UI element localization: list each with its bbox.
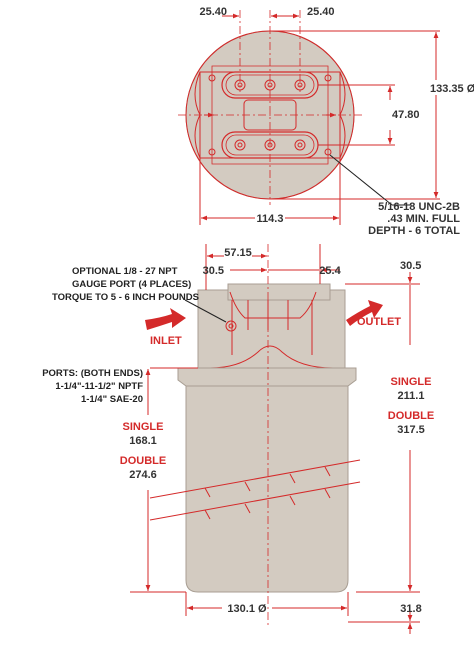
gauge-note-line-3: TORQUE TO 5 - 6 INCH POUNDS <box>52 292 199 303</box>
ports-note-line-1: PORTS: (BOTH ENDS) <box>42 368 143 379</box>
bottom-dim-right: 31.8 <box>400 603 421 615</box>
bolt-hole-icon <box>208 74 216 82</box>
gauge-note-line-2: GAUGE PORT (4 PLACES) <box>72 279 191 290</box>
right-single-label: SINGLE <box>391 376 432 388</box>
inlet-label: INLET <box>150 335 182 347</box>
side-view: INLET OUTLET 57.15 30.5 25.4 30.5 OPTION… <box>42 244 434 634</box>
top-dim-bolt-spacing: 114.3 <box>257 213 284 225</box>
bolt-hole-icon <box>324 148 332 156</box>
side-dim-right-offset: 25.4 <box>319 265 341 277</box>
left-double-value: 274.6 <box>129 469 157 481</box>
left-double-label: DOUBLE <box>120 455 166 467</box>
top-dim-diameter: 133.35 Ø <box>430 83 474 95</box>
gauge-note-line-1: OPTIONAL 1/8 - 27 NPT <box>72 266 178 277</box>
inlet-arrow-icon <box>145 308 186 330</box>
right-single-value: 211.1 <box>398 390 425 402</box>
filter-canister <box>177 367 357 593</box>
side-dim-right-top: 30.5 <box>400 260 421 272</box>
filter-head <box>197 289 346 369</box>
side-dim-top-width: 57.15 <box>224 247 252 259</box>
outlet-arrow-icon <box>346 300 383 326</box>
outlet-label: OUTLET <box>357 316 401 328</box>
right-double-label: DOUBLE <box>388 410 434 422</box>
top-dim-left: 25.40 <box>199 6 227 18</box>
side-dim-left-offset: 30.5 <box>203 265 224 277</box>
right-double-value: 317.5 <box>397 424 425 436</box>
thread-note-line-2: .43 MIN. FULL <box>387 213 460 225</box>
thread-note-line-1: 5/16-18 UNC-2B <box>378 201 460 213</box>
ports-note-line-3: 1-1/4" SAE-20 <box>81 394 143 405</box>
top-dim-center-height: 47.80 <box>392 109 420 121</box>
bolt-hole-icon <box>208 148 216 156</box>
gauge-port-icon <box>225 320 237 332</box>
bolt-hole-icon <box>324 74 332 82</box>
top-dim-right: 25.40 <box>307 6 335 18</box>
left-single-label: SINGLE <box>123 421 164 433</box>
bottom-dim-diameter: 130.1 Ø <box>227 603 267 615</box>
ports-note-line-2: 1-1/4"-11-1/2" NPTF <box>55 381 143 392</box>
top-view: 25.40 25.40 133.35 Ø 47.80 114.3 5/16-18… <box>178 6 474 237</box>
thread-note-line-3: DEPTH - 6 TOTAL <box>368 225 460 237</box>
left-single-value: 168.1 <box>129 435 157 447</box>
